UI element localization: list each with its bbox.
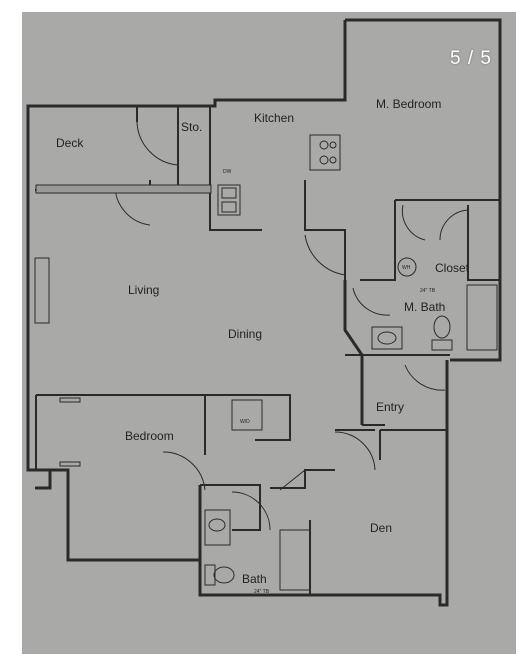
slide-counter[interactable]: 5 / 5: [450, 48, 492, 69]
dishwasher-label: DW: [223, 169, 232, 175]
room-label-living: Living: [128, 283, 159, 297]
fixtures: [34, 134, 498, 591]
room-label-entry: Entry: [376, 400, 404, 414]
room-label-bath: Bath: [242, 572, 267, 586]
floor-plan-image: Deck Sto. Kitchen M. Bedroom Living Dini…: [22, 12, 516, 654]
washer-dryer-label: W/D: [240, 419, 250, 425]
water-heater-label: WH: [402, 265, 411, 271]
room-label-closet: Closet: [435, 261, 470, 275]
door-swings: [114, 121, 469, 531]
room-label-master-bath: M. Bath: [404, 300, 445, 314]
room-label-bedroom: Bedroom: [125, 429, 174, 443]
room-label-master-bedroom: M. Bedroom: [376, 97, 441, 111]
floor-plan-drawing: Deck Sto. Kitchen M. Bedroom Living Dini…: [22, 12, 516, 654]
room-label-storage: Sto.: [181, 120, 202, 134]
exterior-walls: [26, 18, 502, 607]
room-label-den: Den: [370, 521, 392, 535]
mbath-tub-label: 24" TB: [420, 288, 436, 294]
room-label-dining: Dining: [228, 327, 262, 341]
bath-tub-label: 24" TB: [254, 589, 270, 595]
room-label-kitchen: Kitchen: [254, 111, 294, 125]
room-label-deck: Deck: [56, 136, 84, 150]
